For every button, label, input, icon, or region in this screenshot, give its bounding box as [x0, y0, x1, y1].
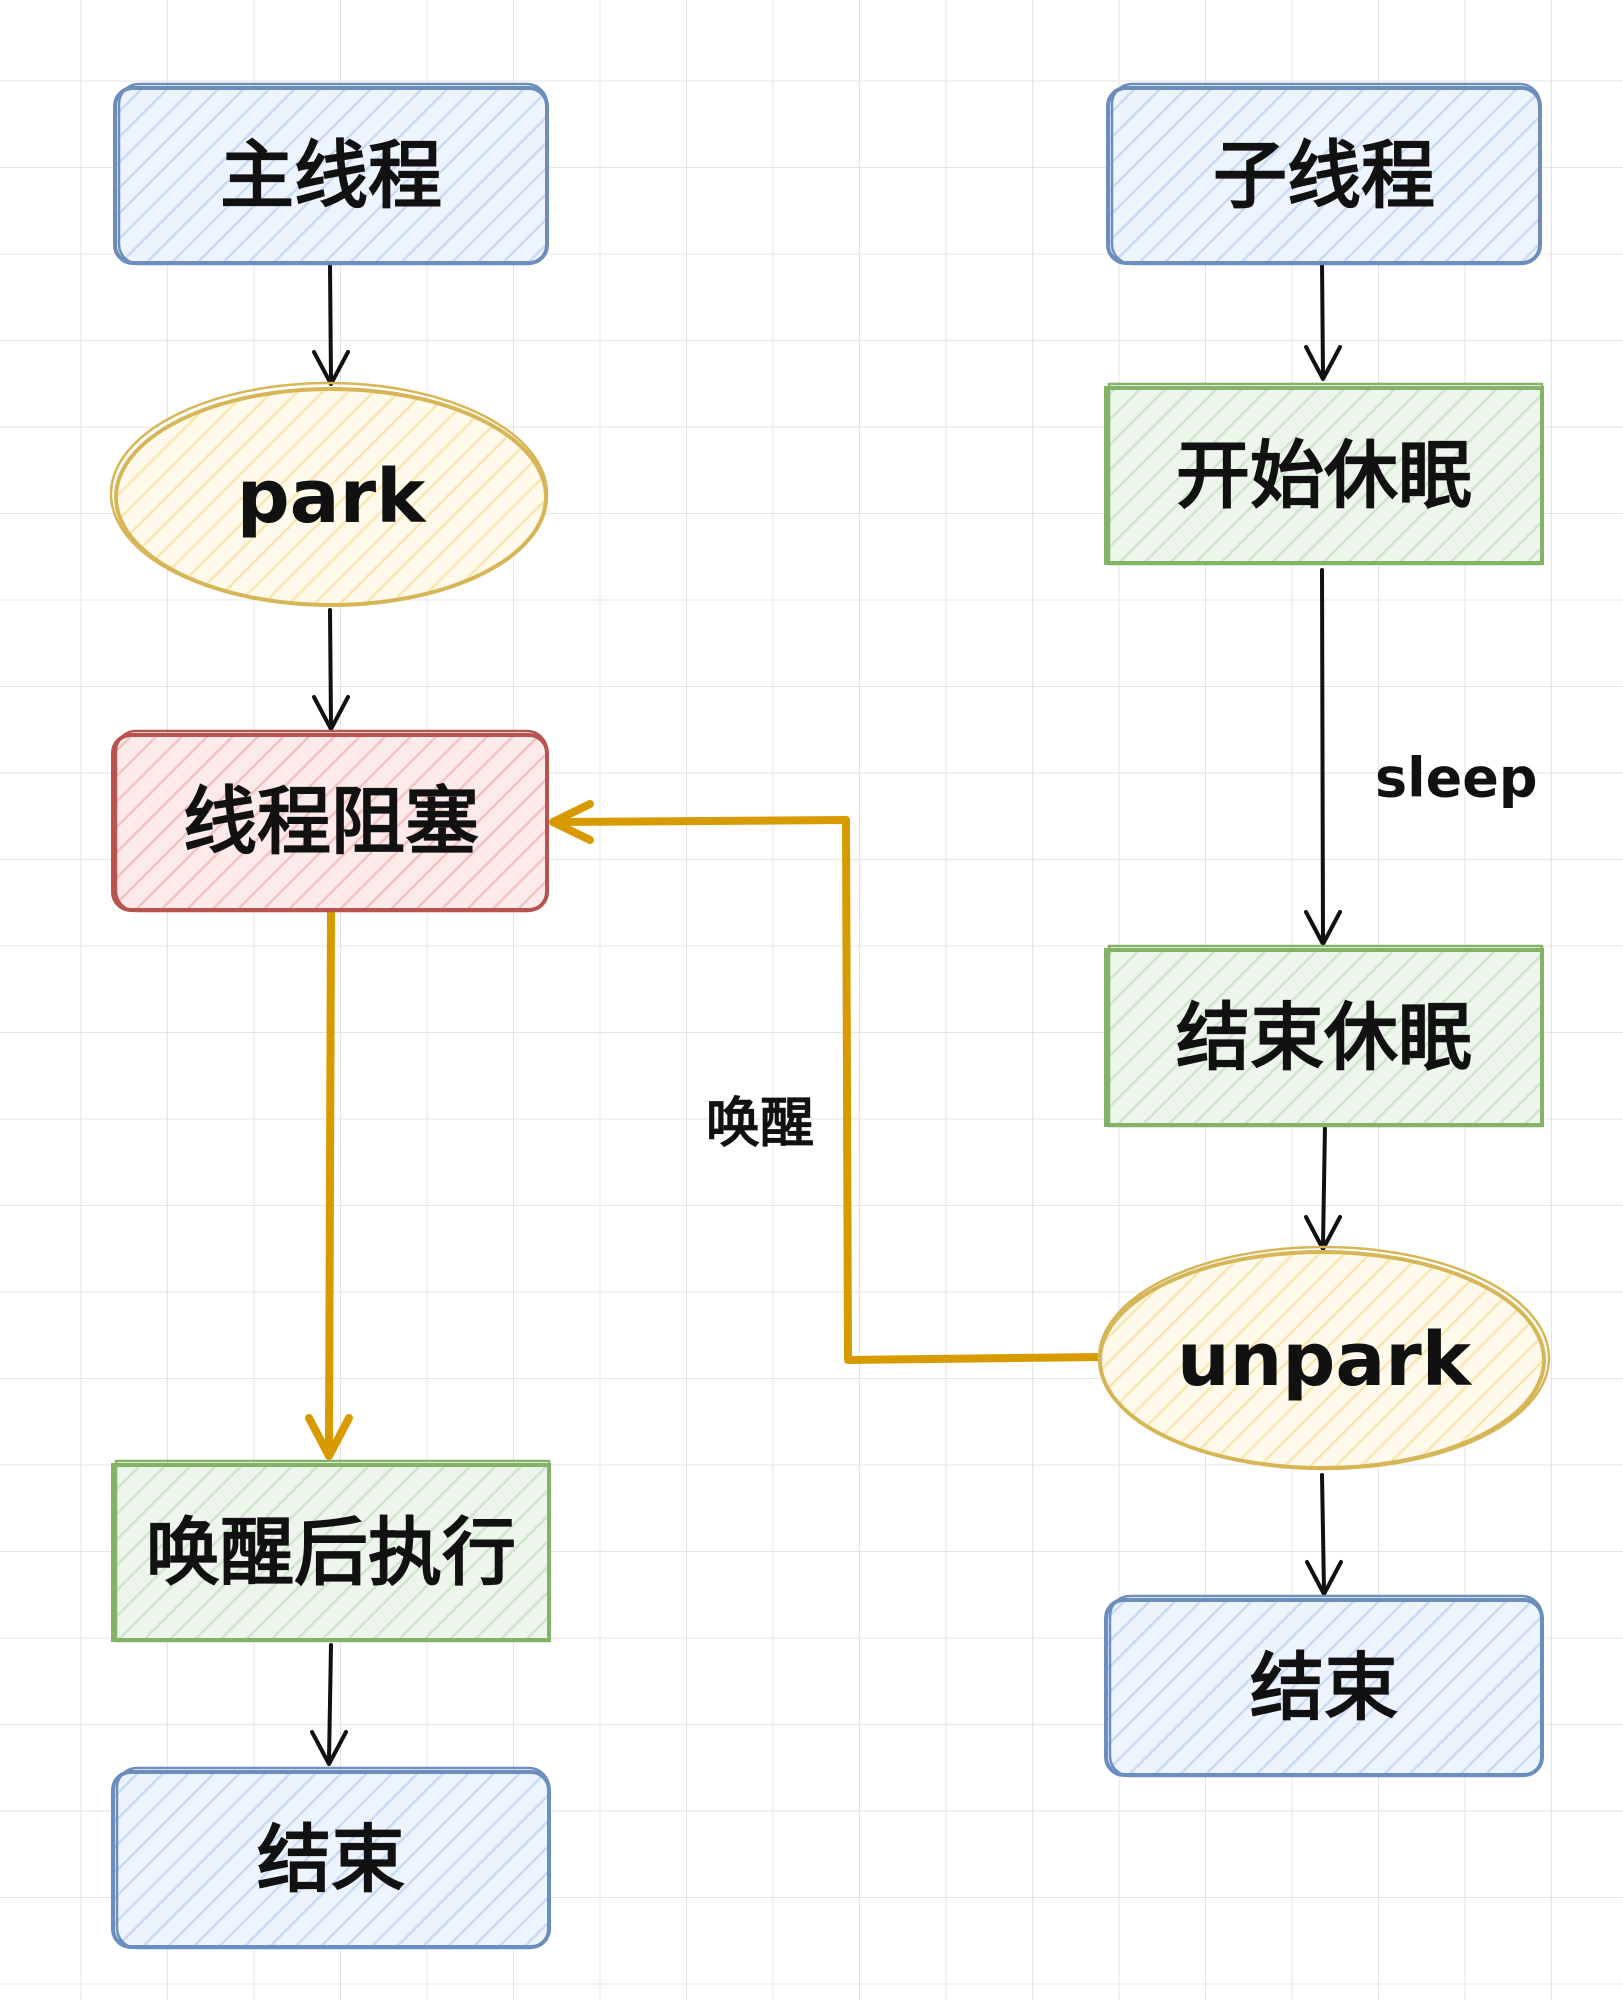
edge-end-sleep-to-unpark: [1321, 1123, 1327, 1247]
node-sketch-outline: [1097, 1245, 1551, 1471]
arrowhead-icon: [305, 1414, 353, 1460]
node-label: 唤醒后执行: [146, 1510, 516, 1596]
arrowhead-icon: [549, 800, 594, 844]
node-label: 线程阻塞: [183, 779, 479, 865]
node-end-sleep[interactable]: 结束休眠: [1104, 944, 1544, 1128]
node-label: 开始休眠: [1176, 433, 1472, 519]
node-main-end[interactable]: 结束: [111, 1766, 551, 1950]
wake-edges: [305, 800, 1104, 1460]
edge-label-sleep: sleep: [1375, 747, 1538, 810]
edge-execute-to-end: [327, 1643, 333, 1762]
edge-unpark-to-end: [1320, 1473, 1326, 1592]
node-sketch-outline: [1107, 944, 1544, 1128]
node-sketch-outline: [109, 381, 549, 607]
arrowhead-icon: [312, 695, 350, 731]
node-label: 主线程: [220, 133, 442, 219]
node-label: 子线程: [1213, 133, 1435, 219]
node-shape: [1104, 386, 1544, 565]
node-start-sleep[interactable]: 开始休眠: [1104, 382, 1544, 566]
edge-label-wake: 唤醒: [706, 1092, 814, 1155]
edge-wake: [551, 816, 1104, 1364]
arrowhead-icon: [1304, 910, 1342, 946]
node-label: park: [237, 454, 427, 540]
edge-blocked-to-execute: [325, 906, 335, 1454]
node-sketch-outline: [115, 1766, 551, 1950]
node-sketch-outline: [1108, 1594, 1544, 1778]
arrowhead-icon: [1305, 1560, 1343, 1596]
node-sketch-outline: [117, 82, 549, 266]
edge-park-to-blocked: [328, 608, 333, 727]
arrowhead-icon: [1304, 345, 1342, 381]
edge-main-to-park: [328, 263, 333, 382]
node-sub-thread[interactable]: 子线程: [1106, 82, 1542, 266]
node-park[interactable]: park: [109, 381, 549, 607]
node-shape: [1104, 948, 1544, 1127]
node-sketch-outline: [1110, 82, 1542, 266]
node-sketch-outline: [114, 729, 549, 913]
node-unpark[interactable]: unpark: [1097, 1245, 1551, 1471]
arrowhead-icon: [1304, 1215, 1342, 1251]
edge-sleep: [1320, 568, 1325, 942]
node-sketch-outline: [1107, 382, 1544, 566]
node-sub-end[interactable]: 结束: [1104, 1594, 1544, 1778]
node-label: 结束: [1250, 1645, 1398, 1731]
arrowhead-icon: [310, 1730, 348, 1766]
node-label: 结束: [257, 1817, 405, 1903]
node-label: 结束休眠: [1176, 995, 1472, 1081]
edges: [310, 260, 1343, 1766]
node-sketch-outline: [114, 1459, 551, 1643]
edge-sub-to-start-sleep: [1320, 260, 1325, 377]
node-execute-after-wake[interactable]: 唤醒后执行: [111, 1459, 551, 1643]
node-thread-blocked[interactable]: 线程阻塞: [111, 729, 549, 913]
node-label: unpark: [1177, 1317, 1473, 1403]
node-shape: [111, 1463, 551, 1642]
node-main-thread[interactable]: 主线程: [113, 82, 549, 266]
